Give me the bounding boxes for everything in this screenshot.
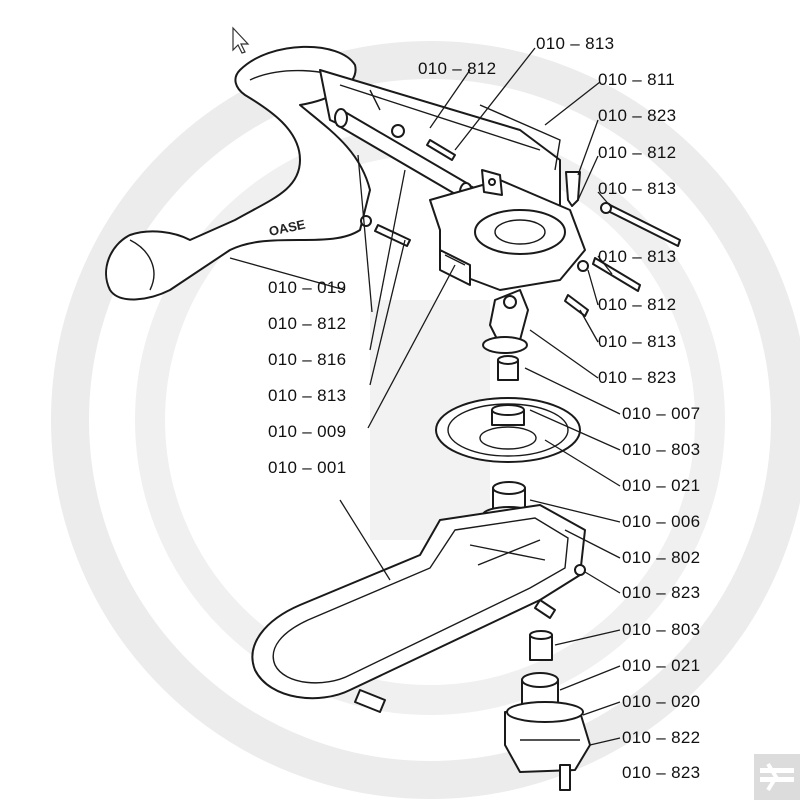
part-label: 010 – 811: [598, 70, 675, 89]
crank-part: [482, 289, 529, 381]
part-label: 010 – 001: [268, 458, 346, 477]
part-label: 010 – 813: [598, 179, 676, 198]
part-label: 010 – 823: [598, 368, 676, 387]
part-label: 010 – 822: [622, 728, 700, 747]
part-label: 010 – 816: [268, 350, 346, 369]
part-label: 010 – 009: [268, 422, 346, 441]
part-label: 010 – 021: [622, 656, 700, 675]
part-label: 010 – 823: [598, 106, 676, 125]
labels-right: 010 – 813 010 – 812 010 – 811 010 – 823 …: [418, 34, 700, 782]
brand-logo-shape: [760, 762, 794, 792]
part-label: 010 – 021: [622, 476, 700, 495]
part-label: 010 – 007: [622, 404, 700, 423]
part-label: 010 – 813: [536, 34, 614, 53]
part-label: 010 – 813: [268, 386, 346, 405]
leader-lines: [229, 47, 621, 746]
part-label: 010 – 812: [598, 143, 676, 162]
part-label: 010 – 812: [268, 314, 346, 333]
part-label: 010 – 020: [622, 692, 700, 711]
part-label: 010 – 812: [418, 59, 496, 78]
part-label: 010 – 813: [598, 332, 676, 351]
gearbox-housing: [429, 169, 586, 291]
motor-lower: [504, 630, 591, 791]
part-label: 010 – 823: [622, 763, 700, 782]
brand-logo-icon: [754, 754, 800, 800]
labels-left: 010 – 019 010 – 812 010 – 816 010 – 813 …: [268, 278, 346, 477]
part-label: 010 – 823: [622, 583, 700, 602]
part-label: 010 – 019: [268, 278, 346, 297]
part-label: 010 – 006: [622, 512, 700, 531]
part-label: 010 – 803: [622, 440, 700, 459]
part-label: 010 – 812: [598, 295, 676, 314]
part-label: 010 – 802: [622, 548, 700, 567]
part-label: 010 – 813: [598, 247, 676, 266]
arrow-cursor-icon: [232, 26, 250, 54]
right-fasteners: [564, 171, 681, 317]
part-label: 010 – 803: [622, 620, 700, 639]
blade-disc: [435, 397, 581, 463]
base-plate: [251, 504, 586, 713]
